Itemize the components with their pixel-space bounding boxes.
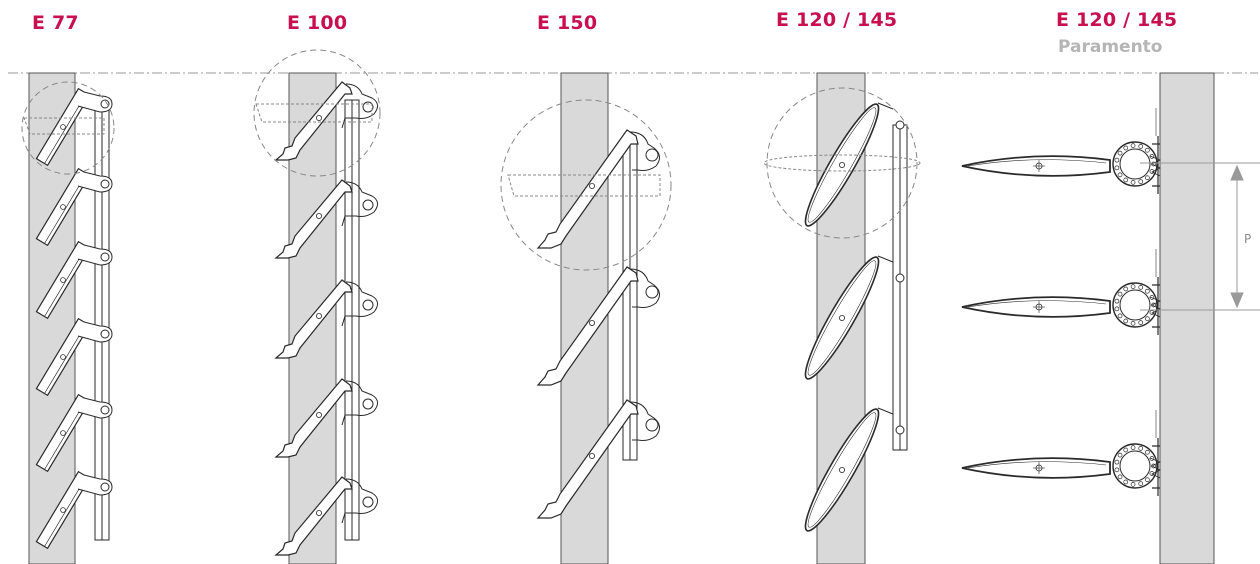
label-e100: E 100 <box>287 12 348 34</box>
label-e77: E 77 <box>32 12 79 34</box>
pitch-dimension <box>1140 162 1260 311</box>
label-e150: E 150 <box>537 12 598 34</box>
pitch-label: P <box>1244 232 1251 246</box>
blade-e120 <box>804 407 905 532</box>
label-paramento: Paramento <box>1058 37 1163 57</box>
blade-e120 <box>804 255 905 380</box>
blade-e150 <box>536 266 660 386</box>
blade-paramento <box>961 249 1161 335</box>
blade-e77 <box>35 470 113 550</box>
detail-profile-e77 <box>23 117 105 135</box>
blades-paramento <box>961 108 1161 496</box>
detail-section-e120 <box>763 154 921 172</box>
blade-e100 <box>274 279 378 359</box>
detail-profile-e150 <box>507 174 661 197</box>
frame-e100 <box>344 99 360 541</box>
detail-circle-e150 <box>500 99 672 271</box>
blade-e150 <box>536 129 660 249</box>
blades-e150 <box>536 129 660 519</box>
blade-e77 <box>35 87 113 167</box>
blade-e77 <box>35 167 113 247</box>
blade-e120 <box>804 102 905 227</box>
detail-circle-e77 <box>21 81 115 175</box>
label-e120-145-b: E 120 / 145 <box>1056 9 1178 31</box>
detail-profile-e100 <box>255 103 373 123</box>
wall-paramento <box>1159 72 1215 564</box>
blade-e100 <box>274 476 378 556</box>
blade-e100 <box>274 378 378 458</box>
blade-e77 <box>35 240 113 320</box>
blade-paramento <box>961 410 1161 496</box>
blades-e77 <box>35 87 113 550</box>
detail-circle-e120 <box>766 87 918 239</box>
blades-e100 <box>274 81 378 556</box>
blade-e150 <box>536 399 660 519</box>
blade-e100 <box>274 179 378 259</box>
blade-e77 <box>35 393 113 473</box>
frame-e77 <box>94 99 110 541</box>
blade-e77 <box>35 317 113 397</box>
blade-paramento <box>961 108 1161 194</box>
label-e120-145-a: E 120 / 145 <box>776 9 898 31</box>
frame-e120 <box>892 124 908 451</box>
blade-e100 <box>274 81 378 161</box>
blades-e120 <box>804 102 905 532</box>
detail-circle-e100 <box>253 49 381 177</box>
